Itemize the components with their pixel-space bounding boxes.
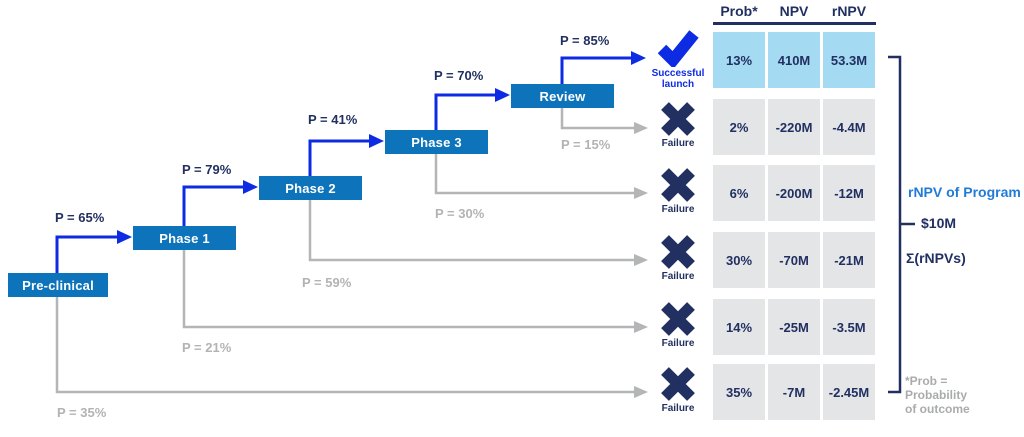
outcome-label: Failure bbox=[661, 204, 695, 215]
arrowhead-icon bbox=[634, 321, 648, 333]
arrowhead-icon bbox=[631, 51, 646, 65]
cell-prob: 35% bbox=[713, 364, 765, 420]
arrowhead-icon bbox=[634, 386, 648, 398]
summary-formula: Σ(rNPVs) bbox=[906, 250, 966, 266]
column-header-npv: NPV bbox=[779, 3, 809, 19]
success-arrow-phase3-to-review bbox=[434, 93, 496, 130]
failure-line-phase3 bbox=[434, 153, 634, 195]
cell-npv: 410M bbox=[768, 32, 820, 88]
summary-title: rNPV of Program bbox=[908, 184, 1021, 200]
cell-rnpv: -3.5M bbox=[823, 299, 875, 355]
arrowhead-icon bbox=[495, 88, 510, 102]
failure-prob-label-preclinical: P = 35% bbox=[57, 405, 107, 420]
success-arrow-preclinical-to-phase1 bbox=[55, 235, 118, 273]
failure-line-phase1 bbox=[182, 249, 634, 329]
cell-prob: 2% bbox=[713, 99, 765, 155]
arrowhead-icon bbox=[634, 254, 648, 266]
stage-box-review: Review bbox=[511, 84, 614, 108]
outcome-failure-4: Failure bbox=[646, 301, 710, 349]
outcome-label: Failure bbox=[661, 138, 695, 149]
table-header-row: Prob* NPV rNPV bbox=[713, 3, 876, 19]
bracket-icon bbox=[888, 55, 902, 394]
column-header-rnpv: rNPV bbox=[831, 3, 867, 19]
table-row: 6% -200M -12M bbox=[713, 165, 876, 221]
stage-box-phase3: Phase 3 bbox=[385, 130, 488, 154]
outcome-successful-launch: Successful launch bbox=[646, 27, 710, 90]
failure-prob-label-phase3: P = 30% bbox=[435, 206, 485, 221]
cell-npv: -25M bbox=[768, 299, 820, 355]
failure-prob-label-phase2: P = 59% bbox=[302, 275, 352, 290]
x-icon bbox=[661, 302, 695, 336]
cell-npv: -70M bbox=[768, 232, 820, 288]
checkmark-icon bbox=[657, 30, 699, 67]
outcome-failure-2: Failure bbox=[646, 167, 710, 215]
failure-prob-label-review: P = 15% bbox=[561, 137, 611, 152]
x-icon bbox=[661, 168, 695, 202]
success-arrowheads bbox=[117, 51, 646, 244]
cell-prob: 14% bbox=[713, 299, 765, 355]
success-prob-label-preclinical: P = 65% bbox=[55, 210, 105, 225]
footnote-line: Probability bbox=[905, 388, 968, 402]
cell-rnpv: -21M bbox=[823, 232, 875, 288]
summary-value: $10M bbox=[921, 215, 957, 231]
outcome-label: Failure bbox=[661, 403, 695, 414]
table-row: 35% -7M -2.45M bbox=[713, 364, 876, 420]
arrowhead-icon bbox=[634, 122, 648, 134]
cell-prob: 6% bbox=[713, 165, 765, 221]
footnote: *Prob = Probability of outcome bbox=[905, 374, 970, 416]
summary-bracket bbox=[888, 55, 915, 394]
failure-arrowheads bbox=[634, 122, 648, 398]
cell-rnpv: -12M bbox=[823, 165, 875, 221]
outcome-failure-1: Failure bbox=[646, 101, 710, 149]
cell-npv: -220M bbox=[768, 99, 820, 155]
table-row: 14% -25M -3.5M bbox=[713, 299, 876, 355]
cell-npv: -7M bbox=[768, 364, 820, 420]
success-prob-label-phase3: P = 70% bbox=[434, 68, 484, 83]
cell-prob: 13% bbox=[713, 32, 765, 88]
footnote-line: of outcome bbox=[905, 402, 970, 416]
stage-box-phase1: Phase 1 bbox=[133, 226, 236, 250]
table-header-underline bbox=[713, 22, 876, 25]
x-icon bbox=[661, 235, 695, 269]
arrowhead-icon bbox=[243, 180, 258, 194]
table-row: 2% -220M -4.4M bbox=[713, 99, 876, 155]
failure-line-preclinical bbox=[55, 296, 634, 394]
success-prob-label-review: P = 85% bbox=[560, 33, 610, 48]
failure-lines bbox=[55, 107, 634, 394]
outcome-failure-5: Failure bbox=[646, 366, 710, 414]
stage-box-phase2: Phase 2 bbox=[259, 176, 362, 200]
cell-npv: -200M bbox=[768, 165, 820, 221]
table-row: 30% -70M -21M bbox=[713, 232, 876, 288]
cell-rnpv: 53.3M bbox=[823, 32, 875, 88]
column-header-prob: Prob* bbox=[720, 3, 758, 19]
outcome-label: Failure bbox=[661, 338, 695, 349]
success-arrow-review-to-launch bbox=[560, 56, 632, 84]
outcome-failure-3: Failure bbox=[646, 234, 710, 282]
success-arrows bbox=[55, 56, 632, 273]
table-row-success: 13% 410M 53.3M bbox=[713, 32, 876, 88]
cell-prob: 30% bbox=[713, 232, 765, 288]
outcome-label: Failure bbox=[661, 271, 695, 282]
success-arrow-phase2-to-phase3 bbox=[308, 139, 370, 176]
success-arrow-phase1-to-phase2 bbox=[182, 185, 244, 226]
outcome-label: Successful launch bbox=[651, 68, 705, 90]
arrowhead-icon bbox=[117, 230, 132, 244]
footnote-line: *Prob = bbox=[905, 374, 948, 388]
x-icon bbox=[661, 102, 695, 136]
success-prob-label-phase1: P = 79% bbox=[182, 162, 232, 177]
arrowhead-icon bbox=[634, 187, 648, 199]
stage-box-preclinical: Pre-clinical bbox=[8, 273, 108, 297]
cell-rnpv: -4.4M bbox=[823, 99, 875, 155]
failure-line-phase2 bbox=[308, 199, 634, 262]
failure-prob-label-phase1: P = 21% bbox=[182, 340, 232, 355]
x-icon bbox=[661, 367, 695, 401]
cell-rnpv: -2.45M bbox=[823, 364, 875, 420]
success-prob-label-phase2: P = 41% bbox=[308, 112, 358, 127]
arrowhead-icon bbox=[369, 134, 384, 148]
failure-line-review bbox=[560, 107, 634, 130]
